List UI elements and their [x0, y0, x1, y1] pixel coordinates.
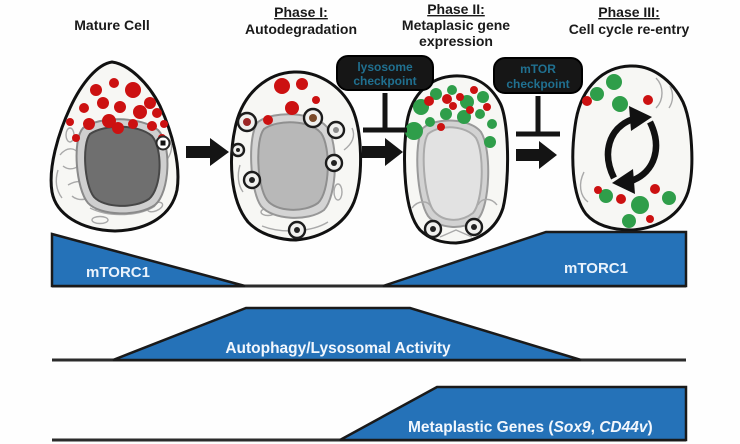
phase1-title: Phase I:	[274, 4, 328, 20]
metaplastic-label: Metaplastic Genes (Sox9, CD44v)	[378, 419, 674, 436]
phase1-autophagosomes	[230, 107, 346, 240]
phase1-nucleus	[257, 121, 329, 211]
mature-cell-illustration	[49, 60, 180, 233]
autophagy-band: Autophagy/Lysosomal Activity	[52, 306, 686, 362]
mtor-checkpoint: mTOR checkpoint	[493, 57, 583, 137]
phase2-red-granules	[424, 86, 491, 131]
arrow-right-icon-2	[362, 138, 403, 166]
mature-nucleus	[84, 125, 161, 207]
phase1-cell-illustration	[230, 70, 362, 242]
metaplastic-band: Metaplastic Genes (Sox9, CD44v)	[52, 385, 688, 442]
mtorc1-right-wedge	[382, 230, 688, 288]
phase2-cell-illustration	[403, 74, 510, 245]
lysosome-checkpoint-label-line1: lysosome	[357, 60, 413, 74]
phase3-subtitle: Cell cycle re-entry	[569, 21, 690, 37]
lysosome-checkpoint-label-line2: checkpoint	[353, 74, 416, 88]
mtorc1-band: mTORC1 mTORC1	[50, 230, 688, 288]
phase2-subtitle-line1: Metaplasic gene	[402, 17, 510, 33]
phase3-er-texture	[579, 77, 674, 203]
column-titles: Mature Cell Phase I: Autodegradation Pha…	[74, 1, 689, 49]
phase3-red-granules	[582, 95, 660, 223]
mature-vesicle-icon	[155, 135, 171, 151]
phase2-er-texture	[411, 198, 498, 238]
inhibition-tbar-icon-2	[516, 96, 560, 137]
mtor-checkpoint-box	[493, 57, 583, 94]
phase2-subtitle-line2: expression	[419, 33, 493, 49]
phase1-subtitle: Autodegradation	[245, 21, 357, 37]
autophagy-label: Autophagy/Lysosomal Activity	[225, 340, 451, 357]
mtorc1-left-label: mTORC1	[86, 264, 150, 281]
phase3-cell-membrane	[571, 64, 694, 232]
inhibition-tbar-icon-1	[363, 93, 407, 133]
phase2-autophagosomes	[423, 217, 484, 239]
phase3-title: Phase III:	[598, 4, 659, 20]
mtor-checkpoint-label-line1: mTOR	[520, 62, 556, 76]
transition-arrows	[186, 138, 557, 169]
phase1-red-granules	[263, 78, 320, 125]
phase2-nucleus	[422, 126, 483, 221]
lysosome-checkpoint-box	[336, 55, 434, 91]
phase3-green-granules	[590, 74, 676, 228]
mature-red-granules	[66, 78, 168, 142]
mitotic-spindle-icon	[604, 106, 660, 194]
arrow-right-icon-3	[516, 141, 557, 169]
phase2-green-granules	[405, 85, 497, 148]
mtor-checkpoint-label-line2: checkpoint	[506, 77, 569, 91]
mature-cell-title: Mature Cell	[74, 17, 149, 33]
mtorc1-left-wedge	[50, 232, 246, 288]
lysosome-checkpoint: lysosome checkpoint	[336, 55, 434, 133]
arrow-right-icon-1	[186, 138, 229, 166]
phase2-title: Phase II:	[427, 1, 485, 17]
autophagy-trapezoid	[112, 306, 582, 362]
mtorc1-right-label: mTORC1	[564, 260, 628, 277]
metaplastic-ramp	[339, 385, 688, 442]
phase3-cell-illustration	[571, 64, 694, 232]
